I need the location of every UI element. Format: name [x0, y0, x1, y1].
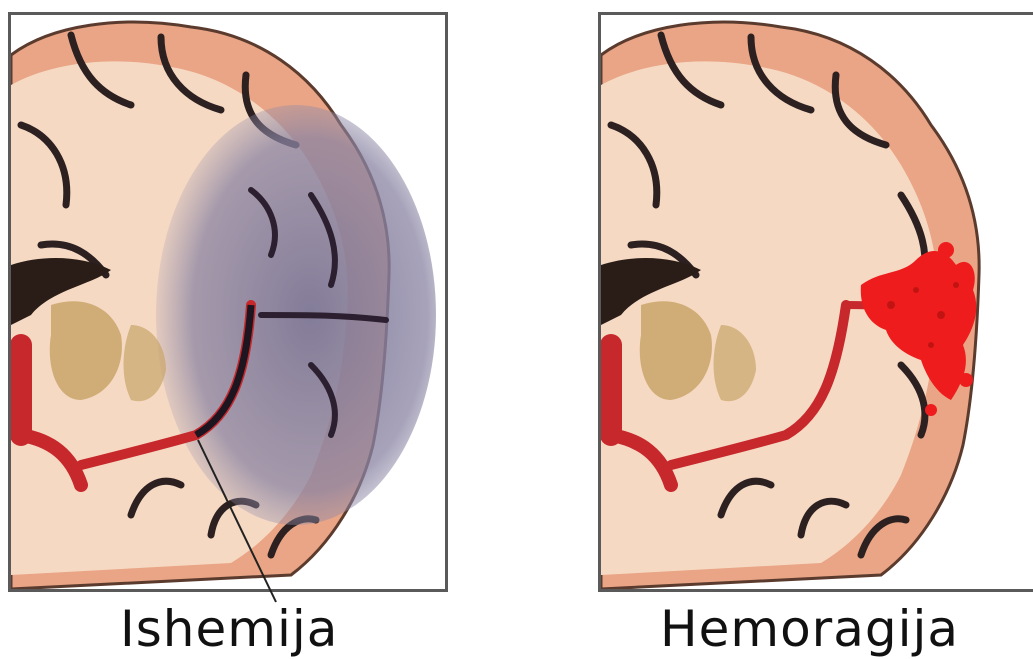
hemorrhage-brain-illustration — [601, 15, 1033, 589]
ischemia-illustration-frame — [8, 12, 448, 592]
ischemia-panel: Ishemija — [8, 0, 448, 659]
ischemia-brain-illustration — [11, 15, 445, 589]
hemorrhage-panel: Hemoragija — [598, 0, 1033, 659]
hemorrhage-illustration-frame — [598, 12, 1033, 592]
ischemia-caption: Ishemija — [120, 600, 338, 658]
hemorrhage-caption: Hemoragija — [660, 600, 959, 658]
